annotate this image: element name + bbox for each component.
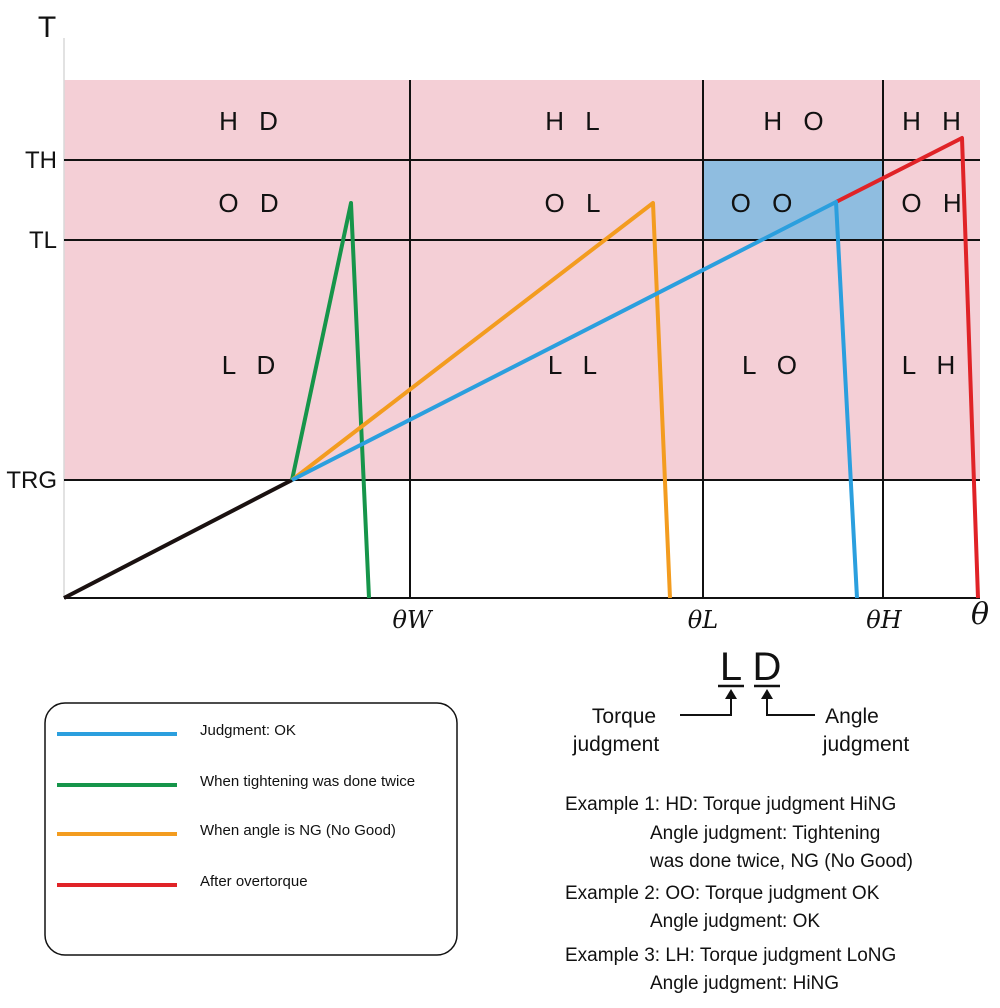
zone-ld: L D (222, 350, 283, 380)
tick-theta-h: θH (866, 606, 902, 634)
curve-overtorque (835, 136, 980, 599)
angle-judgment-label-line2: judgment (822, 733, 910, 756)
zone-hh: H H (902, 106, 968, 136)
tick-trg: TRG (6, 467, 57, 494)
zone-ho: H O (763, 106, 830, 136)
zone-hl: H L (545, 106, 606, 136)
legend: Judgment: OK When tightening was done tw… (44, 702, 458, 956)
legend-label-angle-ng: When angle is NG (No Good) (200, 822, 396, 839)
legend-label-twice: When tightening was done twice (200, 773, 415, 790)
zone-hd: H D (219, 106, 285, 136)
curve-tightened-twice (290, 201, 371, 599)
angle-code-letter: D (753, 645, 782, 689)
zone-lh: L H (902, 350, 963, 380)
example-3-line-1: Example 3: LH: Torque judgment LoNG (565, 945, 896, 966)
torque-code-letter: L (720, 645, 742, 689)
zone-ol: O L (545, 188, 608, 218)
torque-judgment-label-line2: judgment (572, 733, 660, 756)
example-2-line-1: Example 2: OO: Torque judgment OK (565, 883, 880, 904)
initial-tightening-curve (63, 478, 293, 600)
example-1-line-1: Example 1: HD: Torque judgment HiNG (565, 794, 896, 815)
example-1-line-2: Angle judgment: Tightening (650, 823, 880, 844)
examples: Example 1: HD: Torque judgment HiNG Angl… (565, 794, 913, 994)
x-axis-label: θ (971, 597, 989, 632)
ok-zone-highlight (703, 160, 883, 240)
legend-label-overtorque: After overtorque (200, 873, 308, 890)
angle-pointer-line (766, 699, 815, 716)
zone-ll: L L (548, 350, 604, 380)
zone-lo: L O (742, 350, 804, 380)
torque-arrowhead (725, 689, 737, 699)
tick-th: TH (25, 147, 57, 174)
tick-theta-w: θW (392, 606, 433, 634)
judgment-region (64, 80, 980, 480)
example-3-line-2: Angle judgment: HiNG (650, 973, 839, 994)
zone-oh: O H (901, 188, 968, 218)
zone-od: O D (218, 188, 285, 218)
legend-box (44, 702, 458, 956)
y-axis-label: T (38, 11, 56, 44)
legend-label-ok: Judgment: OK (200, 722, 296, 739)
tick-theta-l: θL (688, 606, 718, 634)
example-2-line-2: Angle judgment: OK (650, 911, 820, 932)
angle-arrowhead (761, 689, 773, 699)
torque-judgment-label-line1: Torque (592, 705, 656, 728)
tick-tl: TL (29, 227, 57, 254)
torque-pointer-line (680, 699, 732, 716)
zone-oo: O O (731, 188, 800, 218)
judgment-code-key: L D Torque judgment Angle judgment (572, 645, 910, 756)
example-1-line-3: was done twice, NG (No Good) (649, 851, 913, 872)
angle-judgment-label-line1: Angle (825, 705, 879, 728)
curve-judgment-ok (291, 200, 859, 599)
curve-angle-ng (290, 201, 672, 599)
